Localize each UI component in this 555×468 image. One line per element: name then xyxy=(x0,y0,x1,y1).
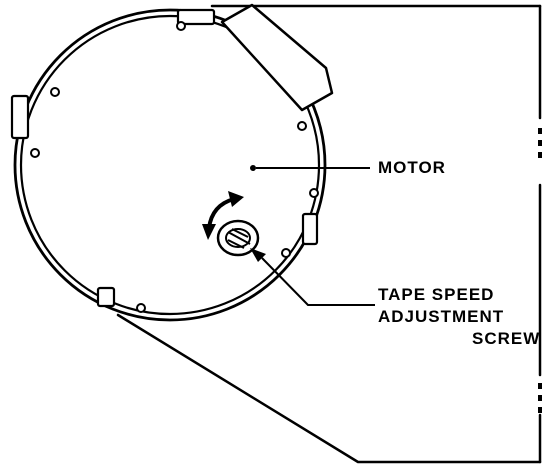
motor-label: MOTOR xyxy=(378,158,446,177)
screw-leader-line xyxy=(261,257,375,306)
motor-housing xyxy=(13,8,327,322)
screw-icon xyxy=(216,219,260,257)
left-rim-tab xyxy=(10,94,30,140)
tape-speed-label-line3: SCREW xyxy=(472,329,541,348)
tape-speed-label-line2: ADJUSTMENT xyxy=(378,307,505,326)
rotation-arrow-head-top xyxy=(228,191,244,207)
screw-leader-arrowhead xyxy=(250,248,266,262)
chassis-diagonal-edge xyxy=(116,313,542,464)
tape-speed-label-line1: TAPE SPEED xyxy=(378,285,495,304)
rotation-arrow-head-bottom xyxy=(202,224,216,240)
break-marks xyxy=(538,128,542,413)
mounting-holes xyxy=(30,21,319,313)
motor-center-dot xyxy=(250,165,256,171)
top-rim-tab xyxy=(176,8,216,26)
motor-inner-rim xyxy=(19,14,321,316)
bottom-rim-tab xyxy=(96,286,116,308)
motor-outer-rim xyxy=(13,8,327,322)
rim-tabs xyxy=(10,8,319,308)
right-rim-tab xyxy=(301,212,319,246)
motor-bracket xyxy=(220,3,334,112)
